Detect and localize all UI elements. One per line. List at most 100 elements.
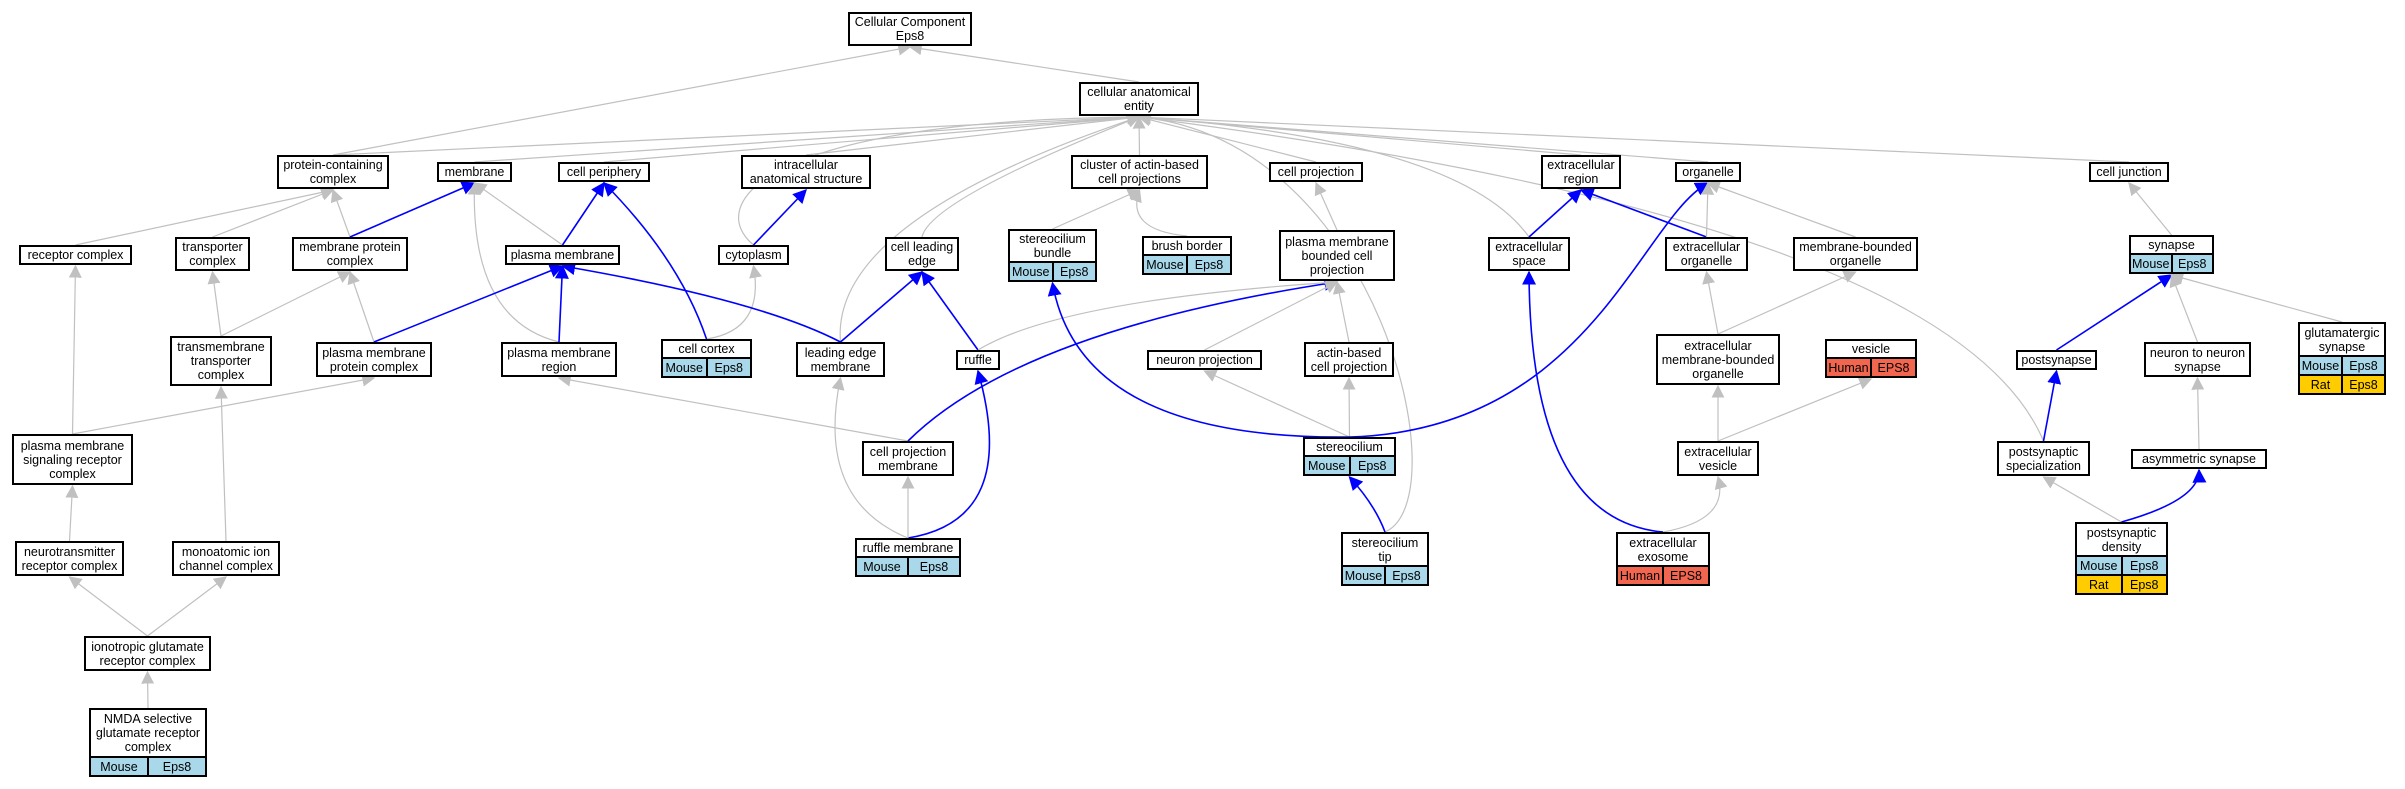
edge-pm-to-membrane xyxy=(473,182,563,246)
node-synapse[interactable]: synapse xyxy=(2129,235,2214,255)
edge-pmpc-to-pm xyxy=(373,264,564,343)
edge-ruffle-to-cle xyxy=(921,270,979,351)
edge-ecmbo-to-ecorg xyxy=(1702,270,1719,335)
node-neurotransmitter-receptor-complex[interactable]: neurotransmitter receptor complex xyxy=(15,541,124,576)
node-membrane[interactable]: membrane xyxy=(437,162,512,182)
gene-cell: Eps8 xyxy=(2120,576,2166,593)
edge-stereocilium-to-organelle xyxy=(1349,182,1710,438)
node-organelle[interactable]: organelle xyxy=(1675,162,1741,182)
node-neuron-projection[interactable]: neuron projection xyxy=(1147,350,1262,370)
node-cytoplasm[interactable]: cytoplasm xyxy=(718,245,789,265)
edge-cortex-to-cytoplasm xyxy=(706,264,762,340)
edge-exosome-to-ecvesicle xyxy=(1662,475,1728,533)
node-transmembrane-transporter-complex[interactable]: transmembrane transporter complex xyxy=(170,336,272,386)
node-receptor-complex[interactable]: receptor complex xyxy=(19,245,132,265)
node-postsynaptic-density[interactable]: postsynaptic density xyxy=(2075,522,2168,557)
edge-ruffle-to-pmbcp xyxy=(977,276,1339,351)
node-extracellular-region[interactable]: extracellular region xyxy=(1541,155,1621,189)
edge-pmr-to-membrane xyxy=(467,181,560,343)
edge-cae-to-root xyxy=(908,42,1140,83)
edge-pmsrc-to-pmpc xyxy=(72,373,376,435)
node-leading-edge-membrane[interactable]: leading edge membrane xyxy=(796,342,885,377)
species-cell: Rat xyxy=(2300,376,2341,393)
node-membrane-bounded-organelle[interactable]: membrane-bounded organelle xyxy=(1793,237,1918,271)
node-extracellular-space[interactable]: extracellular space xyxy=(1488,237,1570,271)
edge-synapse-to-celljunc xyxy=(2128,181,2172,236)
edge-receptor-to-pcc xyxy=(75,186,335,246)
node-asymmetric-synapse[interactable]: asymmetric synapse xyxy=(2131,449,2267,469)
edge-psd-to-asym xyxy=(2121,468,2207,523)
edge-pm-to-cellperiph xyxy=(561,181,605,246)
species-cell: Human xyxy=(1618,567,1662,584)
node-postsynapse[interactable]: postsynapse xyxy=(2016,350,2097,370)
node-plasma-membrane-region[interactable]: plasma membrane region xyxy=(501,342,617,377)
edge-pcc-to-root xyxy=(332,42,912,156)
node-monoatomic-ion-channel-complex[interactable]: monoatomic ion channel complex xyxy=(172,541,280,576)
species-cell: Mouse xyxy=(857,558,907,575)
node-cell-junction[interactable]: cell junction xyxy=(2089,162,2169,182)
node-cell-leading-edge[interactable]: cell leading edge xyxy=(885,237,959,271)
edge-abcp-to-pmbcp xyxy=(1332,280,1350,343)
gene-cell: Eps8 xyxy=(1186,256,1230,273)
node-membrane-protein-complex[interactable]: membrane protein complex xyxy=(292,237,408,271)
node-neuron-to-neuron-synapse[interactable]: neuron to neuron synapse xyxy=(2144,342,2251,377)
edge-ruffmem-to-lem xyxy=(831,376,909,539)
edge-asym-to-n2n xyxy=(2191,376,2205,450)
node-plasma-membrane-bounded-cell-projection[interactable]: plasma membrane bounded cell projection xyxy=(1279,230,1395,281)
node-brush-border[interactable]: brush border xyxy=(1142,236,1232,256)
node-cellular-anatomical-entity[interactable]: cellular anatomical entity xyxy=(1079,82,1199,116)
edge-psd-to-pss xyxy=(2042,476,2122,523)
edge-lem-to-cle xyxy=(839,271,924,343)
edge-igrc-to-ntrc xyxy=(68,576,148,637)
edge-ecspace-to-cae xyxy=(1137,111,1530,238)
edge-pmbcp-to-cellproj xyxy=(1314,181,1338,231)
species-cell: Mouse xyxy=(663,359,706,376)
node-ruffle[interactable]: ruffle xyxy=(956,350,1000,370)
gene-cell: Eps8 xyxy=(1384,567,1427,584)
node-postsynaptic-specialization[interactable]: postsynaptic specialization xyxy=(1997,441,2090,476)
edge-exosome-to-ecspace xyxy=(1522,270,1664,533)
node-plasma-membrane-signaling-receptor-complex[interactable]: plasma membrane signaling receptor compl… xyxy=(12,434,133,485)
species-cell: Mouse xyxy=(2300,357,2341,374)
node-cluster-of-actin-based-cell-projections[interactable]: cluster of actin-based cell projections xyxy=(1071,155,1208,189)
node-vesicle[interactable]: vesicle xyxy=(1825,339,1917,359)
node-plasma-membrane[interactable]: plasma membrane xyxy=(505,245,620,265)
node-nmda-selective-glutamate-receptor-complex[interactable]: NMDA selective glutamate receptor comple… xyxy=(89,708,207,758)
node-stereocilium[interactable]: stereocilium xyxy=(1303,437,1396,457)
node-actin-based-cell-projection[interactable]: actin-based cell projection xyxy=(1304,342,1394,377)
node-extracellular-organelle[interactable]: extracellular organelle xyxy=(1665,237,1748,271)
edge-pss-to-cae xyxy=(1137,112,2045,442)
edge-postsynapse-to-synapse xyxy=(2056,274,2173,351)
node-glutamatergic-synapse[interactable]: glutamatergic synapse xyxy=(2298,322,2386,357)
node-extracellular-vesicle[interactable]: extracellular vesicle xyxy=(1677,441,1759,476)
edge-lem-to-pm xyxy=(561,261,841,343)
node-stereocilium-bundle[interactable]: stereocilium bundle xyxy=(1008,229,1097,263)
node-intracellular-anatomical-structure[interactable]: intracellular anatomical structure xyxy=(741,155,871,189)
node-ionotropic-glutamate-receptor-complex[interactable]: ionotropic glutamate receptor complex xyxy=(84,636,211,671)
node-extracellular-exosome[interactable]: extracellular exosome xyxy=(1616,532,1710,567)
edge-glu-to-synapse xyxy=(2170,271,2343,323)
node-cell-periphery[interactable]: cell periphery xyxy=(558,162,650,182)
node-extracellular-membrane-bounded-organelle[interactable]: extracellular membrane-bounded organelle xyxy=(1656,334,1780,385)
species-cell: Mouse xyxy=(2077,557,2121,574)
species-cell: Rat xyxy=(2077,576,2121,593)
node-cell-projection-membrane[interactable]: cell projection membrane xyxy=(862,441,954,476)
edge-pmpc-to-mpc xyxy=(347,270,375,343)
node-transporter-complex[interactable]: transporter complex xyxy=(175,237,250,271)
species-cell: Human xyxy=(1827,359,1870,376)
node-cellular-component[interactable]: Cellular Component Eps8 xyxy=(848,12,972,46)
species-cell: Mouse xyxy=(1305,457,1349,474)
node-cell-projection[interactable]: cell projection xyxy=(1269,162,1363,182)
node-cell-cortex[interactable]: cell cortex xyxy=(661,339,752,359)
node-plasma-membrane-protein-complex[interactable]: plasma membrane protein complex xyxy=(316,342,432,377)
edge-transporter-to-pcc xyxy=(212,188,335,238)
node-protein-containing-complex[interactable]: protein-containing complex xyxy=(277,155,389,189)
node-ruffle-membrane[interactable]: ruffle membrane xyxy=(855,538,961,558)
node-stereocilium-tip[interactable]: stereocilium tip xyxy=(1341,532,1429,567)
edge-pcc-to-cae xyxy=(332,111,1141,156)
